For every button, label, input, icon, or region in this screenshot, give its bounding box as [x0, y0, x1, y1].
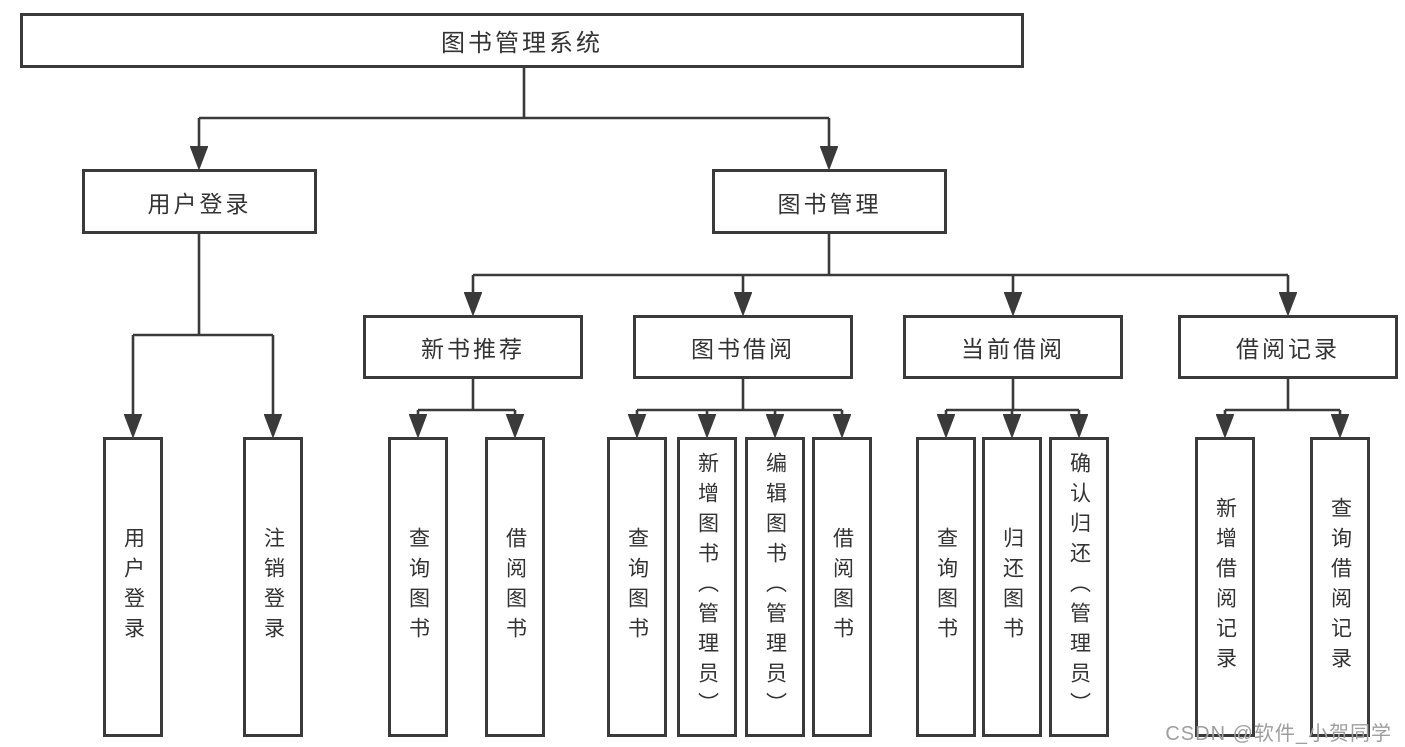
connector-new-book-recommendation-children	[418, 379, 515, 435]
leaf-add-borrow-record: 新增借阅记录	[1195, 437, 1255, 737]
node-new-book-recommendation-label: 新书推荐	[421, 336, 525, 362]
connector-book-borrowing-children	[637, 379, 842, 435]
node-library-management-system-label: 图书管理系统	[441, 30, 603, 57]
leaf-query-books-borrowing: 查询图书	[607, 437, 667, 737]
leaf-edit-book-admin-label: 编辑图书（管理员）	[763, 452, 787, 722]
leaf-query-books-current-label: 查询图书	[934, 527, 958, 647]
leaf-query-books-recommendation: 查询图书	[388, 437, 448, 737]
leaf-edit-book-admin: 编辑图书（管理员）	[745, 437, 805, 737]
node-new-book-recommendation: 新书推荐	[363, 315, 583, 379]
leaf-add-book-admin: 新增图书（管理员）	[677, 437, 737, 737]
leaf-borrow-books-borrowing-label: 借阅图书	[830, 527, 854, 647]
connector-book-management-children	[473, 234, 1288, 313]
connector-borrowing-records-children	[1225, 379, 1340, 435]
leaf-query-borrow-record-label: 查询借阅记录	[1328, 497, 1352, 677]
node-current-borrowing-label: 当前借阅	[961, 336, 1065, 362]
node-book-management: 图书管理	[712, 169, 947, 234]
leaf-query-borrow-record: 查询借阅记录	[1310, 437, 1370, 737]
node-book-management-label: 图书管理	[777, 190, 882, 217]
leaf-borrow-books-recommendation: 借阅图书	[485, 437, 545, 737]
leaf-add-book-admin-label: 新增图书（管理员）	[695, 452, 719, 722]
node-current-borrowing: 当前借阅	[903, 315, 1123, 379]
leaf-add-borrow-record-label: 新增借阅记录	[1213, 497, 1237, 677]
node-user-login: 用户登录	[82, 169, 317, 234]
leaf-user-login: 用户登录	[103, 437, 163, 737]
leaf-user-login-label: 用户登录	[121, 527, 145, 647]
leaf-logout: 注销登录	[243, 437, 303, 737]
node-user-login-label: 用户登录	[147, 190, 252, 217]
node-borrowing-records: 借阅记录	[1178, 315, 1398, 379]
leaf-query-books-current: 查询图书	[916, 437, 976, 737]
connector-user-login-children	[133, 234, 273, 435]
leaf-query-books-recommendation-label: 查询图书	[406, 527, 430, 647]
leaf-return-books: 归还图书	[982, 437, 1042, 737]
node-book-borrowing-label: 图书借阅	[691, 336, 795, 362]
connector-current-borrowing-children	[946, 379, 1079, 435]
node-book-borrowing: 图书借阅	[633, 315, 853, 379]
csdn-watermark: CSDN @软件_小贺同学	[1165, 723, 1392, 745]
leaf-borrow-books-borrowing: 借阅图书	[812, 437, 872, 737]
connector-root-to-level2	[199, 68, 829, 167]
leaf-query-books-borrowing-label: 查询图书	[625, 527, 649, 647]
leaf-borrow-books-recommendation-label: 借阅图书	[503, 527, 527, 647]
leaf-confirm-return-admin-label: 确认归还（管理员）	[1067, 452, 1091, 722]
leaf-logout-label: 注销登录	[261, 527, 285, 647]
leaf-return-books-label: 归还图书	[1000, 527, 1024, 647]
node-library-management-system: 图书管理系统	[20, 13, 1024, 68]
node-borrowing-records-label: 借阅记录	[1236, 336, 1340, 362]
leaf-confirm-return-admin: 确认归还（管理员）	[1049, 437, 1109, 737]
